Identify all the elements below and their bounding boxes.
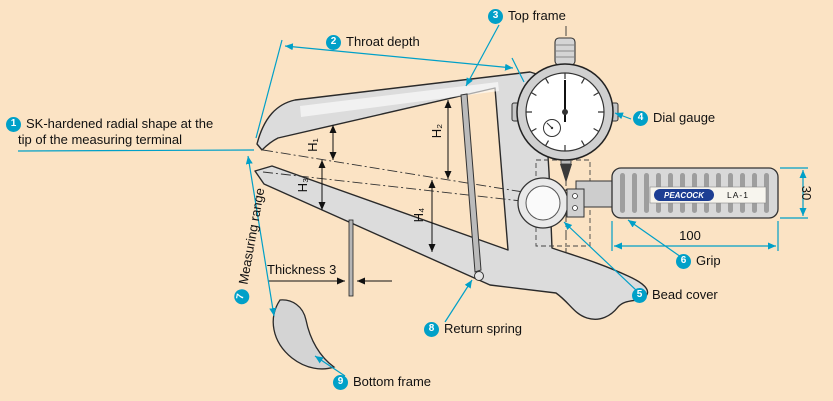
- leader-top-frame: [465, 24, 500, 87]
- callout-5-text: Bead cover: [652, 287, 718, 302]
- measuring-range-dim: [245, 155, 277, 317]
- bracket-screw-top: [572, 193, 578, 199]
- bottom-frame-flap: [272, 299, 336, 370]
- bracket-plate-body: [566, 188, 585, 218]
- measuring-centerlines: [262, 26, 567, 252]
- callout-6-text: Grip: [696, 253, 721, 268]
- callout-9-number: 9: [333, 374, 348, 390]
- dim-thickness-label: Thickness 3: [267, 262, 337, 277]
- dim-h4-label: H₄: [411, 207, 426, 223]
- callout-6-label: 6 Grip: [676, 253, 721, 269]
- callout-4-text: Dial gauge: [653, 110, 716, 125]
- callout-1-text-line1: SK-hardened radial shape at the: [26, 116, 214, 131]
- callout-3-number: 3: [488, 8, 503, 24]
- dial-sub-dial: [543, 119, 561, 137]
- callout-5-label: 5 Bead cover: [632, 287, 718, 303]
- dim-h1-label: H₁: [305, 138, 320, 152]
- return-spring-drawing: [460, 93, 484, 281]
- leader-return-spring: [444, 279, 473, 323]
- brand-maker: PEACOCK: [664, 191, 705, 200]
- dim-h2-label: H₂: [429, 123, 444, 139]
- callout-4-number: 4: [633, 110, 648, 126]
- callout-2-label: 2 Throat depth: [326, 34, 420, 50]
- callout-8-number: 8: [424, 321, 439, 337]
- dim-h3-label: H₃: [295, 177, 310, 193]
- callout-2-text: Throat depth: [346, 34, 420, 49]
- return-spring-blade: [460, 93, 482, 273]
- leader-grip: [627, 219, 682, 258]
- callout-3-label: 3 Top frame: [488, 8, 566, 24]
- leader-lines: [17, 24, 682, 377]
- cyan-dimension-lines: [245, 39, 808, 317]
- bead-cover-drawing: [517, 177, 569, 229]
- brand-lozenge: [654, 189, 714, 201]
- callout-1-number: 1: [6, 116, 21, 132]
- callout-4-label: 4 Dial gauge: [633, 110, 715, 126]
- dial-center-cap: [562, 109, 568, 115]
- leader-dial-gauge: [614, 112, 632, 120]
- leader-bead-cover: [563, 221, 638, 292]
- throat-depth-dim: [284, 43, 514, 71]
- callout-9-label: 9 Bottom frame: [333, 374, 431, 390]
- centerline-lower: [262, 171, 549, 205]
- leader-tip: [17, 149, 255, 152]
- dial-knob: [554, 37, 576, 66]
- frame-highlight: [300, 82, 499, 117]
- return-spring-ball: [474, 271, 484, 281]
- callout-3-text: Top frame: [508, 8, 566, 23]
- callout-1-label: 1 SK-hardened radial shape at the tip of…: [6, 116, 213, 148]
- h-dimension-arrows: [268, 100, 452, 285]
- dial-tick-marks: [526, 73, 604, 151]
- bead-cover-inner: [525, 185, 561, 221]
- spindle-point: [560, 164, 572, 183]
- callout-6-number: 6: [676, 253, 691, 269]
- callout-2-number: 2: [326, 34, 341, 50]
- bracket-plate: [566, 188, 585, 218]
- callout-7-number: 7: [232, 287, 250, 306]
- callout-9-text: Bottom frame: [353, 374, 432, 389]
- centerline-upper: [262, 149, 549, 197]
- measuring-blade: [348, 219, 354, 297]
- brand-model: LA-1: [727, 190, 749, 200]
- grip-drawing: PEACOCK LA-1: [611, 167, 779, 219]
- leader-bottom-frame: [314, 355, 346, 377]
- callout-1-text-line2: tip of the measuring terminal: [18, 132, 183, 147]
- throat-depth-extension-right: [511, 57, 525, 83]
- throat-depth-extension-left: [255, 39, 283, 139]
- callout-5-number: 5: [632, 287, 647, 303]
- dim-grip-diameter-label: 30: [799, 185, 814, 201]
- dial-gauge-drawing: [511, 37, 619, 161]
- bracket-screw-bottom: [572, 205, 578, 211]
- callout-8-text: Return spring: [444, 321, 523, 336]
- dim-grip-length-label: 100: [679, 228, 701, 243]
- callout-8-label: 8 Return spring: [424, 321, 522, 337]
